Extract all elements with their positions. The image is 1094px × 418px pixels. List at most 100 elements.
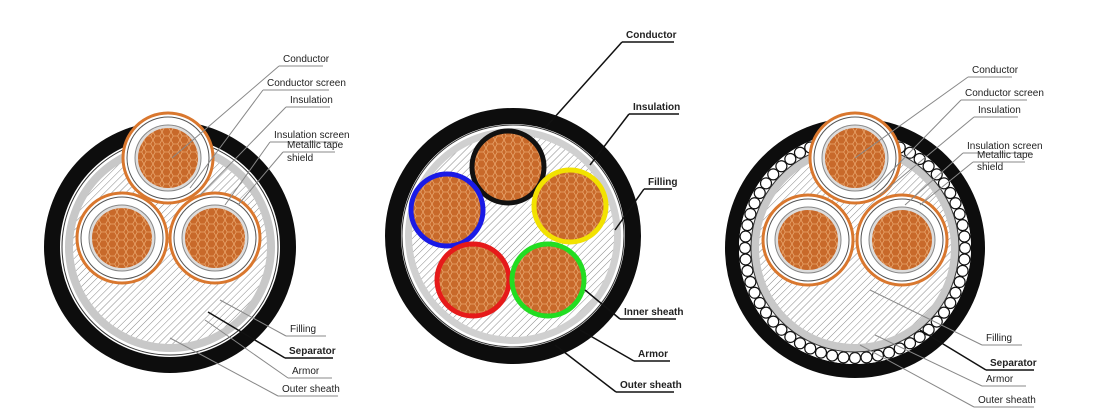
armor-wire: [944, 296, 957, 310]
armor-wire: [956, 219, 969, 232]
left-label-conductor-screen: Conductor screen: [267, 78, 346, 89]
right-label-filling: Filling: [986, 333, 1012, 344]
left-label-armor: Armor: [292, 366, 320, 377]
left-label-insulation-leader: [199, 106, 287, 196]
armor-wire: [871, 349, 884, 362]
right-label-metallic-tape-shield: Metallic tape: [977, 150, 1034, 161]
middle-label-insulation-leader: [589, 113, 630, 166]
right-label-outer-sheath-leader: [859, 344, 975, 408]
right-label-conductor-leader: [854, 76, 969, 159]
armor-wire: [759, 177, 773, 190]
armor-wire: [944, 186, 957, 200]
right-label-insulation-leader: [879, 116, 975, 196]
armor-wire: [753, 296, 766, 310]
right-label-shield-line2: shield: [977, 162, 1003, 173]
armor-wire: [767, 315, 780, 328]
armor-wire: [930, 168, 943, 181]
right-label-separator-leader: [919, 329, 987, 371]
armor-wire: [848, 351, 862, 365]
armor-wire: [937, 177, 951, 190]
right-label-conductor-screen-leader: [872, 99, 962, 191]
left-label-armor-leader: [204, 319, 289, 379]
armor-wire: [744, 207, 757, 221]
left-label-insulation-screen-leader: [224, 141, 271, 206]
armor-wire: [937, 306, 951, 319]
core-conductor: [138, 128, 198, 188]
right-label-insulation-screen-leader: [904, 152, 964, 206]
left-label-metallic-tape-shield: Metallic tape: [287, 140, 344, 151]
armor-wire: [784, 330, 797, 344]
right-label-armor-leader: [874, 334, 983, 387]
armor-wire: [793, 146, 807, 159]
armor-wire: [826, 349, 839, 362]
armor-wire: [784, 152, 797, 166]
left-label-conductor: Conductor: [283, 54, 330, 65]
left-label-separator: Separator: [289, 346, 336, 357]
armor-wire: [739, 230, 752, 243]
cable-left: [44, 111, 296, 373]
left-label-insulation-screen: Insulation screen: [274, 130, 350, 141]
middle-label-outer-sheath-leader: [554, 344, 617, 393]
armor-wire: [958, 253, 971, 266]
right-label-conductor-screen: Conductor screen: [965, 88, 1044, 99]
outer-sheath: [385, 108, 641, 364]
right-label-insulation-screen: Insulation screen: [967, 141, 1043, 152]
armor-wire: [953, 207, 966, 221]
middle-label-inner-sheath: Inner sheath: [624, 307, 683, 318]
core-0: [469, 128, 547, 206]
cable-right: [725, 111, 985, 378]
left-label-shield-line2: shield: [287, 153, 313, 164]
armor-wire: [913, 330, 926, 344]
right-label-outer-sheath: Outer sheath: [978, 395, 1036, 406]
core-conductor: [872, 210, 932, 270]
armor-wire: [739, 253, 752, 266]
middle-label-armor: Armor: [638, 349, 668, 360]
armor-wire: [741, 264, 754, 277]
armor-wire: [775, 160, 788, 173]
right-label-armor: Armor: [986, 374, 1014, 385]
core-conductor: [185, 208, 245, 268]
armor-wire: [814, 346, 828, 359]
left-label-filling-leader: [219, 299, 287, 337]
armor-wire: [744, 275, 757, 289]
armor-wire: [949, 286, 962, 299]
left-label-outer-sheath: Outer sheath: [282, 384, 340, 395]
core-1: [531, 167, 609, 245]
left-label-outer-sheath-leader: [169, 337, 279, 397]
core-3: [434, 241, 512, 319]
left-label-insulation: Insulation: [290, 95, 333, 106]
armor-wire: [748, 286, 761, 299]
armor-wire: [804, 342, 817, 355]
armor-wire: [748, 197, 761, 210]
armor-wire: [753, 186, 766, 200]
core-conductor: [778, 210, 838, 270]
right-label-insulation: Insulation: [978, 105, 1021, 116]
right-label-filling-leader: [869, 289, 983, 346]
armor-wire: [913, 152, 926, 166]
armor-wire: [860, 351, 873, 364]
middle-label-insulation: Insulation: [633, 102, 680, 113]
armor-wire: [882, 346, 896, 359]
middle-label-outer-sheath: Outer sheath: [620, 380, 682, 391]
left-label-metallic-tape-shield-leader: [237, 151, 284, 206]
core-2: [408, 171, 486, 249]
left-label-conductor-screen-leader: [189, 89, 264, 189]
armor-wire: [837, 351, 850, 364]
armor-wire: [738, 241, 752, 255]
middle-label-armor-leader: [579, 329, 635, 362]
middle-label-conductor: Conductor: [626, 30, 677, 41]
armor-wire: [903, 337, 917, 350]
armor-wire: [767, 168, 780, 181]
right-label-conductor: Conductor: [972, 65, 1019, 76]
middle-label-inner-sheath-leader: [584, 289, 621, 320]
middle-label-filling: Filling: [648, 177, 677, 188]
core-conductor: [92, 208, 152, 268]
armor-wire: [741, 219, 754, 232]
right-label-separator: Separator: [990, 358, 1037, 369]
cable-middle: [385, 108, 641, 364]
armor-wire: [793, 337, 807, 350]
left-label-conductor-leader: [171, 65, 280, 159]
armor-wire: [759, 306, 773, 319]
armor-wire: [922, 160, 935, 173]
armor-wire: [958, 230, 971, 243]
